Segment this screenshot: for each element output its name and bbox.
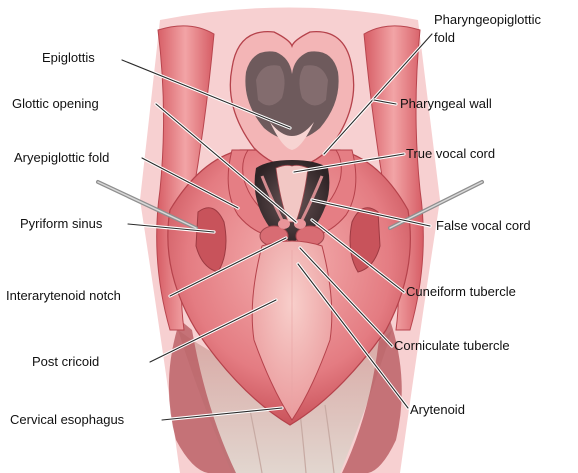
label-cervical-esophagus: Cervical esophagus xyxy=(10,412,125,427)
label-true-vocal-cord: True vocal cord xyxy=(406,146,495,161)
label-interarytenoid-notch: Interarytenoid notch xyxy=(6,288,121,303)
label-aryepiglottic-fold: Aryepiglottic fold xyxy=(14,150,109,165)
label-pharyngoepiglottic-fold-line1: Pharyngeopiglottic xyxy=(434,12,541,27)
label-epiglottis: Epiglottis xyxy=(42,50,95,65)
label-glottic-opening: Glottic opening xyxy=(12,96,99,111)
label-arytenoid: Arytenoid xyxy=(410,402,465,417)
label-post-cricoid: Post cricoid xyxy=(32,354,99,369)
label-cuneiform-tubercle: Cuneiform tubercle xyxy=(406,284,516,299)
label-false-vocal-cord: False vocal cord xyxy=(436,218,531,233)
label-corniculate-tubercle: Corniculate tubercle xyxy=(394,338,510,353)
label-pharyngoepiglottic-fold-line2: fold xyxy=(434,30,455,45)
label-pyriform-sinus: Pyriform sinus xyxy=(20,216,103,231)
label-pharyngeal-wall: Pharyngeal wall xyxy=(400,96,492,111)
